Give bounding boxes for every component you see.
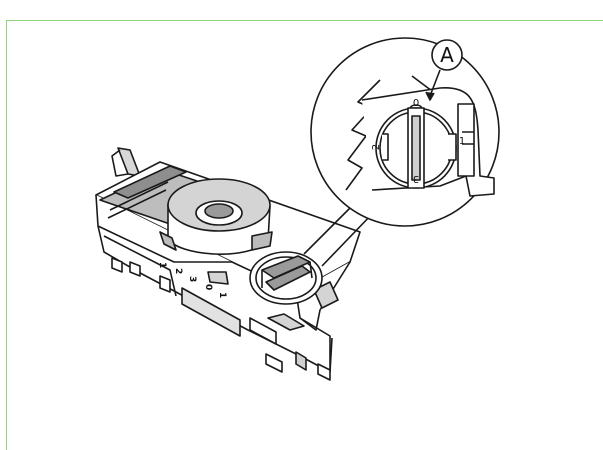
dial-mark-top: 0: [413, 98, 419, 109]
adapter-mark-4: 0: [203, 284, 213, 290]
dial-mark-bottom: 3: [413, 173, 419, 184]
callout-label: A: [440, 43, 454, 67]
phase-selector-dial: [249, 251, 323, 305]
adapter-mark-2: 2: [173, 268, 183, 274]
dial-mark-right: 1: [459, 136, 465, 147]
adapter-marks: 1 2 3 0 1: [157, 262, 227, 298]
adapter-mark-3: 3: [187, 276, 197, 282]
dial-mark-left: 2: [371, 144, 382, 150]
adapter-mark-1: 1: [157, 262, 167, 268]
adapter-mark-5: 1: [217, 292, 227, 298]
detail-magnifier: [303, 37, 500, 267]
callout-a: [425, 39, 463, 101]
center-collar: [159, 178, 273, 255]
figure-frame: [6, 20, 603, 450]
